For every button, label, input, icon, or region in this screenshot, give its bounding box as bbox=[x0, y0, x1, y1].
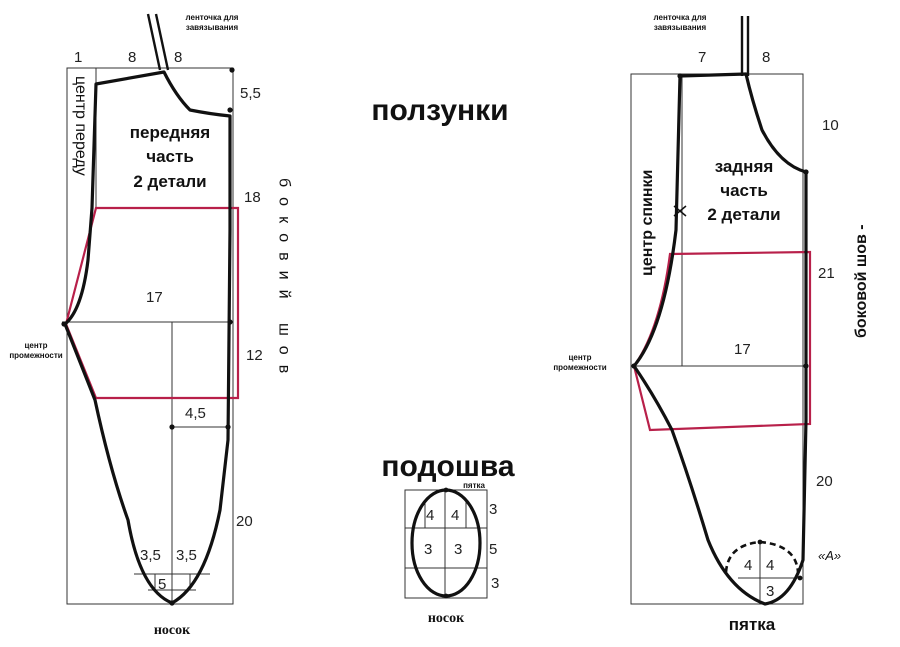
sole-dot-bottom bbox=[443, 593, 449, 599]
back-dim-10: 10 bbox=[822, 117, 839, 134]
front-dim-17: 17 bbox=[146, 289, 163, 306]
front-piece: 1 8 8 5,5 18 17 12 4,5 20 3,5 3,5 5 лент… bbox=[9, 13, 292, 638]
back-ribbon-label-2: завязывания bbox=[654, 23, 707, 32]
back-heel-dashed bbox=[724, 540, 800, 573]
front-dim-5: 5 bbox=[158, 576, 166, 593]
sole-outline bbox=[410, 488, 482, 598]
back-notch-2 bbox=[673, 205, 687, 217]
front-dim-12: 12 bbox=[246, 347, 263, 364]
back-dim-8: 8 bbox=[762, 49, 770, 66]
back-dot-crotch-left bbox=[631, 363, 637, 369]
sole-dim-4a: 4 bbox=[426, 507, 434, 524]
front-crotch-label-1: центр bbox=[24, 341, 47, 350]
sole-dim-3c: 3 bbox=[454, 541, 462, 558]
front-dot-toe bbox=[169, 600, 175, 606]
sole-dim-3a: 3 bbox=[489, 501, 497, 518]
back-part-line2: часть bbox=[720, 181, 768, 200]
sole-heel-label: пятка bbox=[463, 481, 485, 490]
back-dot-top-left bbox=[677, 73, 683, 79]
front-part-line3: 2 детали bbox=[133, 172, 206, 191]
back-dim-4b: 4 bbox=[766, 557, 774, 574]
front-dim-5-5: 5,5 bbox=[240, 85, 261, 102]
front-dim-3-5a: 3,5 bbox=[140, 547, 161, 564]
front-dim-20: 20 bbox=[236, 513, 253, 530]
sole-dim-5: 5 bbox=[489, 541, 497, 558]
front-dot-ankle-c bbox=[169, 424, 175, 430]
sole-toe-label: носок bbox=[428, 611, 465, 626]
page-title: ползунки bbox=[371, 94, 508, 127]
back-pink-outline bbox=[632, 250, 812, 432]
back-ribbon-label-1: ленточка для bbox=[654, 13, 707, 22]
front-crotch-label-2: промежности bbox=[9, 351, 62, 360]
sole-piece: пятка 4 4 3 3 3 5 3 носок bbox=[404, 481, 499, 626]
front-construction-rect bbox=[66, 67, 234, 605]
back-dot-heel-side bbox=[797, 575, 803, 581]
front-part-line1: передняя bbox=[130, 123, 210, 142]
front-dot-top bbox=[229, 67, 235, 73]
back-dim-4a: 4 bbox=[744, 557, 752, 574]
back-dim-7: 7 bbox=[698, 49, 706, 66]
back-dim-3: 3 bbox=[766, 583, 774, 600]
back-heel-mark: «А» bbox=[818, 548, 841, 563]
sole-construction-rect bbox=[404, 489, 488, 599]
front-ribbon-1 bbox=[146, 13, 162, 71]
back-part-line1: задняя bbox=[715, 157, 774, 176]
front-center-label: центр переду bbox=[72, 76, 89, 176]
back-dot-crotch bbox=[803, 363, 809, 369]
front-dot-ankle-s bbox=[225, 424, 231, 430]
front-dot-shoulder bbox=[227, 107, 233, 113]
back-dim-20: 20 bbox=[816, 473, 833, 490]
back-dim-21: 21 bbox=[818, 265, 835, 282]
sole-dot-top bbox=[443, 487, 449, 493]
front-dim-8b: 8 bbox=[174, 49, 182, 66]
back-center-label: центр спинки bbox=[639, 170, 656, 276]
sole-dim-3b: 3 bbox=[424, 541, 432, 558]
front-dim-4-5: 4,5 bbox=[185, 405, 206, 422]
front-dot-crotch bbox=[227, 319, 233, 325]
back-heel-label: пятка bbox=[729, 615, 776, 634]
back-dot-heel-top bbox=[757, 539, 763, 545]
back-crotch-label-2: промежности bbox=[553, 363, 606, 372]
front-dim-1: 1 bbox=[74, 49, 82, 66]
front-dim-8a: 8 bbox=[128, 49, 136, 66]
front-ribbon-label-1: ленточка для bbox=[186, 13, 239, 22]
back-pattern-outline bbox=[632, 72, 808, 606]
sole-dim-3d: 3 bbox=[491, 575, 499, 592]
back-crotch-label-1: центр bbox=[568, 353, 591, 362]
sole-dim-4b: 4 bbox=[451, 507, 459, 524]
back-dim-17: 17 bbox=[734, 341, 751, 358]
front-dot-crotch-left bbox=[61, 321, 67, 327]
front-toe-label: носок bbox=[154, 623, 191, 638]
sole-title: подошва bbox=[381, 450, 514, 483]
back-piece: 7 8 10 21 17 20 4 4 3 ленточка для завяз… bbox=[553, 13, 870, 634]
front-ribbon-label-2: завязывания bbox=[186, 23, 239, 32]
back-side-seam-label: боковой шов - bbox=[853, 224, 870, 338]
front-ribbon-2 bbox=[154, 13, 170, 71]
front-pink-outline bbox=[64, 206, 240, 400]
front-dim-3-5b: 3,5 bbox=[176, 547, 197, 564]
back-part-line3: 2 детали bbox=[707, 205, 780, 224]
front-part-line2: часть bbox=[146, 147, 194, 166]
front-dim-18: 18 bbox=[244, 189, 261, 206]
front-side-seam-label: боковий шов bbox=[276, 178, 293, 383]
back-dot-side bbox=[803, 169, 809, 175]
